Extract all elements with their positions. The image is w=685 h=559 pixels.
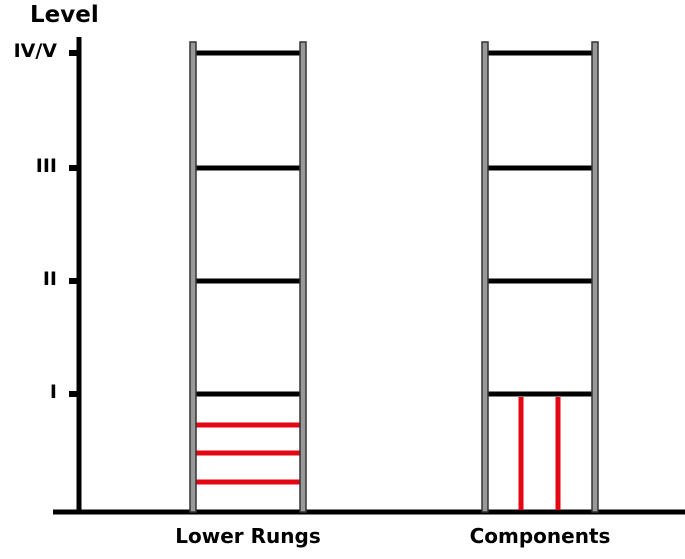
- ladder-rail-right: [591, 41, 599, 513]
- ladder-lower-rungs: [189, 41, 307, 513]
- category-label-lower-rungs: Lower Rungs: [175, 524, 321, 548]
- ladder-rail-left: [189, 41, 197, 513]
- ladder-rungs: [487, 50, 593, 397]
- ladder-components: [481, 41, 599, 513]
- red-lower-rungs: [195, 422, 302, 485]
- ladder-rail-right: [299, 41, 307, 513]
- level-label-i: I: [49, 381, 57, 403]
- red-component-bars: [518, 397, 561, 510]
- y-axis-ticks: [69, 50, 79, 397]
- level-label-iii: III: [35, 155, 57, 177]
- level-label-iv-v: IV/V: [13, 40, 57, 62]
- y-axis-title: Level: [30, 2, 99, 28]
- level-label-ii: II: [42, 268, 57, 290]
- ladder-rail-left: [481, 41, 489, 513]
- category-label-components: Components: [469, 524, 611, 548]
- ladder-rungs: [195, 50, 302, 397]
